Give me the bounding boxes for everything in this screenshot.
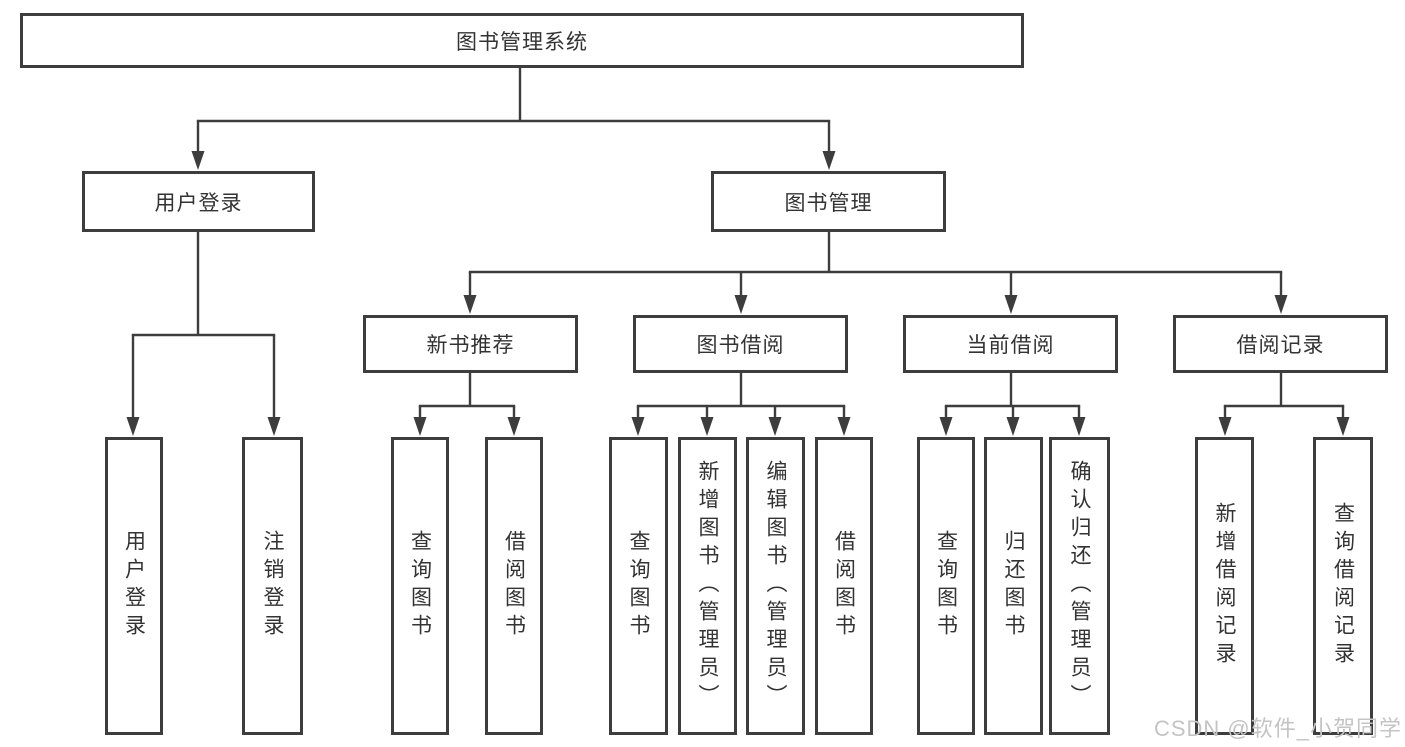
leaf-record-add-record: 新增借阅记录 <box>1195 437 1254 735</box>
leaf-newbook-borrow-books-label: 借阅图书 <box>502 530 526 642</box>
connector-new-book-rec-to-leaves <box>413 373 521 436</box>
leaf-borrow-query-books-label: 查询图书 <box>627 530 650 642</box>
leaf-newbook-query-books: 查询图书 <box>391 437 449 735</box>
connector-current-borrow-to-leaves <box>939 373 1086 436</box>
node-book-borrow: 图书借阅 <box>633 315 848 373</box>
leaf-logout: 注销登录 <box>242 437 303 735</box>
leaf-borrow-add-books-admin-label: 新增图书（管理员） <box>696 460 719 712</box>
leaf-current-confirm-return-admin: 确认归还（管理员） <box>1049 437 1110 735</box>
leaf-record-query-record: 查询借阅记录 <box>1313 437 1373 735</box>
leaf-current-confirm-return-admin-label: 确认归还（管理员） <box>1068 460 1091 712</box>
leaf-borrow-query-books: 查询图书 <box>609 437 668 735</box>
leaf-record-query-record-label: 查询借阅记录 <box>1331 502 1355 670</box>
node-root-system: 图书管理系统 <box>20 13 1024 68</box>
leaf-user-login: 用户登录 <box>105 437 163 735</box>
leaf-borrow-borrow-books: 借阅图书 <box>815 437 873 735</box>
leaf-borrow-borrow-books-label: 借阅图书 <box>832 530 856 642</box>
node-new-book-recommend: 新书推荐 <box>363 315 578 373</box>
connector-book-borrow-to-leaves <box>631 373 851 436</box>
node-borrow-record: 借阅记录 <box>1173 315 1388 373</box>
leaf-current-query-books-label: 查询图书 <box>934 530 958 642</box>
leaf-logout-label: 注销登录 <box>261 530 284 642</box>
leaf-record-add-record-label: 新增借阅记录 <box>1213 502 1236 670</box>
leaf-borrow-edit-books-admin: 编辑图书（管理员） <box>746 437 805 735</box>
connector-book-mgmt-to-level3 <box>463 232 1288 314</box>
leaf-current-return-books-label: 归还图书 <box>1002 530 1025 642</box>
leaf-user-login-label: 用户登录 <box>122 530 146 642</box>
node-user-login: 用户登录 <box>82 171 315 232</box>
leaf-newbook-borrow-books: 借阅图书 <box>485 437 543 735</box>
leaf-borrow-add-books-admin: 新增图书（管理员） <box>678 437 737 735</box>
leaf-current-query-books: 查询图书 <box>917 437 975 735</box>
leaf-newbook-query-books-label: 查询图书 <box>408 530 432 642</box>
leaf-current-return-books: 归还图书 <box>984 437 1043 735</box>
connector-borrow-record-to-leaves <box>1218 373 1350 436</box>
leaf-borrow-edit-books-admin-label: 编辑图书（管理员） <box>764 460 787 712</box>
connector-root-to-level2 <box>191 66 836 170</box>
watermark: CSDN @软件_小贺同学 <box>1153 716 1402 741</box>
node-book-management: 图书管理 <box>711 171 946 232</box>
connector-user-login-to-leaves <box>126 232 281 436</box>
node-current-borrow: 当前借阅 <box>903 315 1118 373</box>
